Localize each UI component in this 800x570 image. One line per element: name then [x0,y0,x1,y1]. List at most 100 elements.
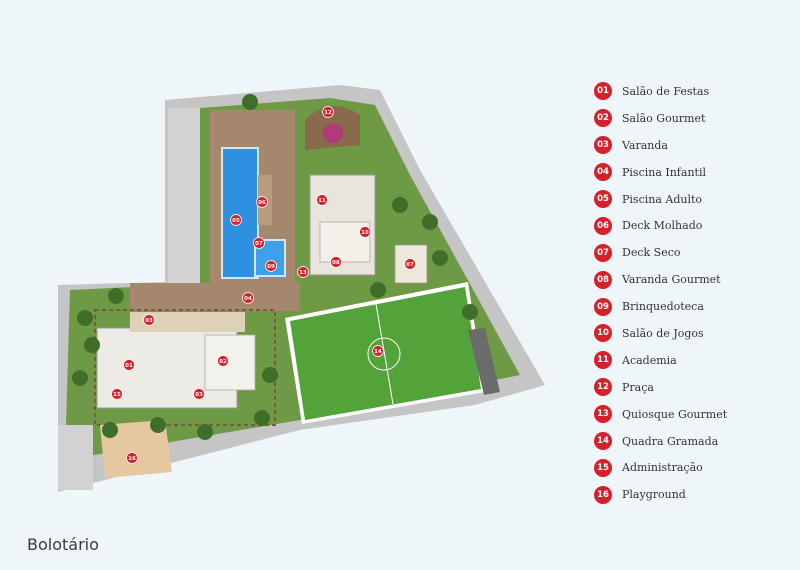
plan-marker-dot [330,256,342,268]
plan-marker-number: 12 [324,110,332,116]
plan-marker: 11 [316,194,328,206]
pergola [94,309,276,426]
legend-label: Deck Molhado [622,219,703,233]
legend-number-badge: 11 [594,351,612,370]
plan-marker: 13 [297,266,309,278]
legend-item: 10 Salão de Jogos [594,320,794,347]
plan-marker-dot [217,355,229,367]
sidewalk-strip [168,108,200,283]
legend-label: Piscina Infantil [622,165,706,179]
plan-marker-dot [126,452,138,464]
caption: Bolotário [27,535,99,554]
legend-item: 14 Quadra Gramada [594,428,794,455]
plan-marker: 14 [372,345,384,357]
legend-number-badge: 01 [594,82,612,101]
legend-label: Salão Gourmet [622,111,706,125]
building-gourmet-hall [204,334,256,391]
deck-dry [130,283,300,311]
legend-item: 16 Playground [594,481,794,508]
legend-label: Administração [622,461,703,475]
plan-marker-number: 10 [361,230,369,236]
legend-item: 12 Praça [594,374,794,401]
legend-number-badge: 04 [594,163,612,182]
legend-number-badge: 02 [594,109,612,128]
legend-number-badge: 07 [594,243,612,262]
plan-marker: 10 [359,226,371,238]
plan-marker: 01 [123,359,135,371]
legend-label: Playground [622,488,686,502]
legend-item: 07 Deck Seco [594,239,794,266]
plan-marker-number: 13 [299,270,307,276]
plan-marker-dot [316,194,328,206]
plan-marker-dot [123,359,135,371]
plan-marker-dot [253,237,265,249]
plan-marker: 07 [404,258,416,270]
plan-marker: 05 [230,214,242,226]
legend-number-badge: 10 [594,324,612,343]
tree [242,94,258,110]
soccer-field [290,287,481,420]
plan-marker: 03 [143,314,155,326]
field-center-circle [367,337,401,371]
plan-marker-dot [193,388,205,400]
plan-marker-dot [265,260,277,272]
plan-marker-number: 09 [267,264,275,270]
plan-marker-dot [297,266,309,278]
plan-marker-number: 01 [125,363,133,369]
legend-number-badge: 16 [594,485,612,504]
legend-number-badge: 08 [594,270,612,289]
legend-label: Salão de Festas [622,84,710,98]
tree [72,370,88,386]
legend-item: 11 Academia [594,347,794,374]
plan-marker-number: 11 [318,198,326,204]
tree [84,337,100,353]
legend-number-badge: 09 [594,297,612,316]
plan-marker-dot [230,214,242,226]
plan-marker-number: 15 [113,392,121,398]
trees [72,94,478,440]
plan-marker: 06 [256,196,268,208]
legend-number-badge: 12 [594,378,612,397]
plan-marker-number: 07 [255,241,263,247]
legend-label: Praça [622,380,654,394]
plan-marker: 02 [217,355,229,367]
plan-marker: 04 [242,292,254,304]
legend-label: Deck Seco [622,246,681,260]
plan-marker-dot [143,314,155,326]
site-plan-map: 12 11 10 06 05 07 04 09 08 13 07 03 01 02 15 03 14 16 [58,85,545,492]
legend-number-badge: 06 [594,216,612,235]
legend-number-badge: 14 [594,432,612,451]
playground [100,420,172,478]
legend-label: Salão de Jogos [622,326,704,340]
legend-item: 02 Salão Gourmet [594,105,794,132]
tree [108,288,124,304]
plaza-tree [323,123,343,143]
plan-marker-number: 03 [145,318,153,324]
plan-marker-dot [111,388,123,400]
plan-marker: 12 [322,106,334,118]
tree [102,422,118,438]
plan-marker-dot [359,226,371,238]
legend-label: Quiosque Gourmet [622,407,728,421]
plan-marker-number: 03 [195,392,203,398]
field-midline [375,303,394,405]
sidewalk-strip [58,425,93,490]
plan-marker: 08 [330,256,342,268]
plan-marker-number: 08 [332,260,340,266]
plan-marker-dot [322,106,334,118]
legend-label: Quadra Gramada [622,434,719,448]
legend-label: Academia [622,353,677,367]
plan-marker: 16 [126,452,138,464]
legend-item: 06 Deck Molhado [594,212,794,239]
plan-marker-number: 06 [258,200,266,206]
legend-item: 04 Piscina Infantil [594,159,794,186]
plan-marker-dot [372,345,384,357]
parking-strip [468,328,500,395]
